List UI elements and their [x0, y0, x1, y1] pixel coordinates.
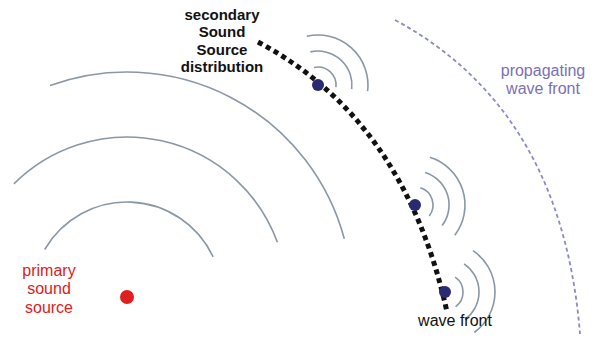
secondary-wavelets	[307, 35, 495, 332]
secondary-source-label: secondary Sound Source distribution	[172, 6, 272, 75]
secondary-source-dot	[409, 199, 421, 211]
primary-source-dot	[120, 290, 134, 304]
wave-arc	[420, 188, 433, 216]
secondary-source-dot	[439, 286, 451, 298]
wave-arc	[14, 137, 278, 242]
wave-arc	[464, 264, 479, 320]
primary-source-label: primary sound source	[4, 262, 94, 317]
wave-arc	[455, 277, 463, 307]
wave-arc	[307, 35, 368, 91]
secondary-source-dot	[312, 79, 324, 91]
wave-arc	[50, 72, 344, 239]
wave-arc	[430, 157, 465, 235]
secondary-source-line	[258, 42, 447, 312]
propagating-wavefront-label: propagating wave front	[488, 62, 598, 99]
wave-arc	[45, 202, 213, 257]
wavefront-label: wave front	[395, 312, 515, 330]
primary-wave-arcs	[14, 72, 344, 257]
wave-arc	[425, 173, 449, 226]
